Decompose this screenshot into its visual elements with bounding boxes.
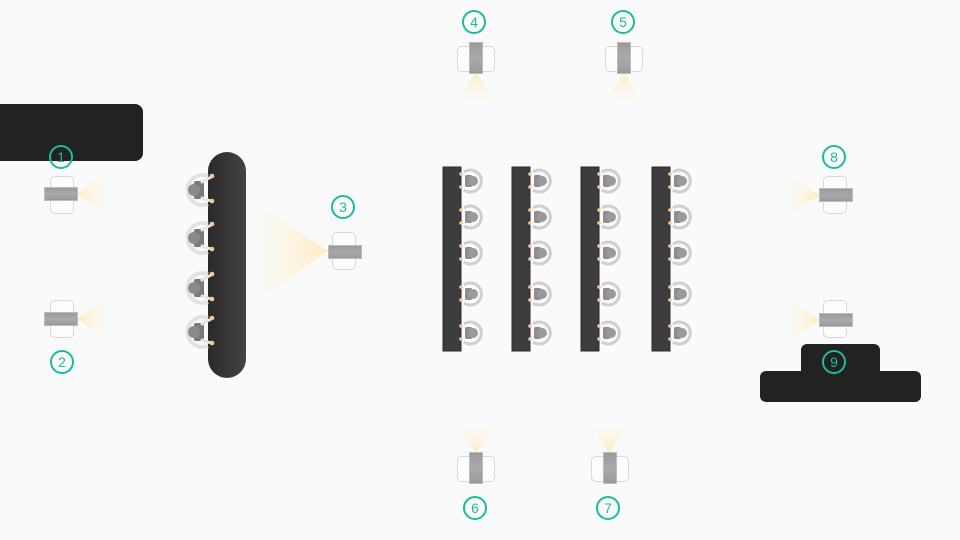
audience-seat-1-5 xyxy=(459,320,483,346)
light-beam-2 xyxy=(77,296,110,342)
audience-seat-4-2 xyxy=(668,204,692,230)
panelist-1 xyxy=(185,173,215,207)
panelist-2 xyxy=(185,221,215,255)
audience-table-1 xyxy=(442,166,462,352)
audience-seat-1-3 xyxy=(459,240,483,266)
light-label-5: 5 xyxy=(611,10,635,34)
light-beam-5 xyxy=(604,72,644,104)
audience-seat-4-1 xyxy=(668,168,692,194)
audience-seat-2-5 xyxy=(528,320,552,346)
light-label-8: 8 xyxy=(822,145,846,169)
light-beam-9 xyxy=(785,298,820,342)
light-beam-8 xyxy=(785,173,820,217)
light-beam-6 xyxy=(456,422,496,453)
audience-seat-1-2 xyxy=(459,204,483,230)
light-fixture-6[interactable] xyxy=(457,452,495,484)
audience-seat-3-2 xyxy=(597,204,621,230)
light-fixture-1[interactable] xyxy=(44,176,78,214)
audience-seat-4-3 xyxy=(668,240,692,266)
audience-seat-4-5 xyxy=(668,320,692,346)
light-label-9: 9 xyxy=(822,350,846,374)
light-fixture-7[interactable] xyxy=(591,452,629,484)
audience-seat-2-4 xyxy=(528,281,552,307)
light-beam-1 xyxy=(77,172,110,216)
audience-seat-1-4 xyxy=(459,281,483,307)
backdrop-block-right xyxy=(760,371,921,402)
audience-table-2 xyxy=(511,166,531,352)
audience-table-4 xyxy=(651,166,671,352)
light-label-1: 1 xyxy=(49,145,73,169)
audience-table-3 xyxy=(580,166,600,352)
audience-seat-3-1 xyxy=(597,168,621,194)
light-label-6: 6 xyxy=(463,496,487,520)
audience-seat-3-3 xyxy=(597,240,621,266)
light-label-4: 4 xyxy=(462,10,486,34)
light-fixture-3[interactable] xyxy=(328,232,362,270)
audience-seat-1-1 xyxy=(459,168,483,194)
audience-seat-3-5 xyxy=(597,320,621,346)
light-fixture-2[interactable] xyxy=(44,300,78,338)
light-beam-7 xyxy=(589,422,629,453)
backdrop-block-left xyxy=(0,104,143,161)
panelist-3 xyxy=(185,271,215,305)
audience-seat-4-4 xyxy=(668,281,692,307)
audience-seat-2-1 xyxy=(528,168,552,194)
panel-table xyxy=(208,152,246,378)
light-label-2: 2 xyxy=(50,350,74,374)
panelist-4 xyxy=(185,315,215,349)
light-label-7: 7 xyxy=(596,496,620,520)
audience-seat-2-2 xyxy=(528,204,552,230)
light-fixture-8[interactable] xyxy=(819,176,853,214)
audience-seat-3-4 xyxy=(597,281,621,307)
light-beam-3 xyxy=(245,196,328,306)
light-label-3: 3 xyxy=(331,195,355,219)
light-fixture-4[interactable] xyxy=(457,42,495,74)
light-fixture-5[interactable] xyxy=(605,42,643,74)
audience-seat-2-3 xyxy=(528,240,552,266)
light-fixture-9[interactable] xyxy=(819,300,853,338)
light-beam-4 xyxy=(456,72,496,104)
